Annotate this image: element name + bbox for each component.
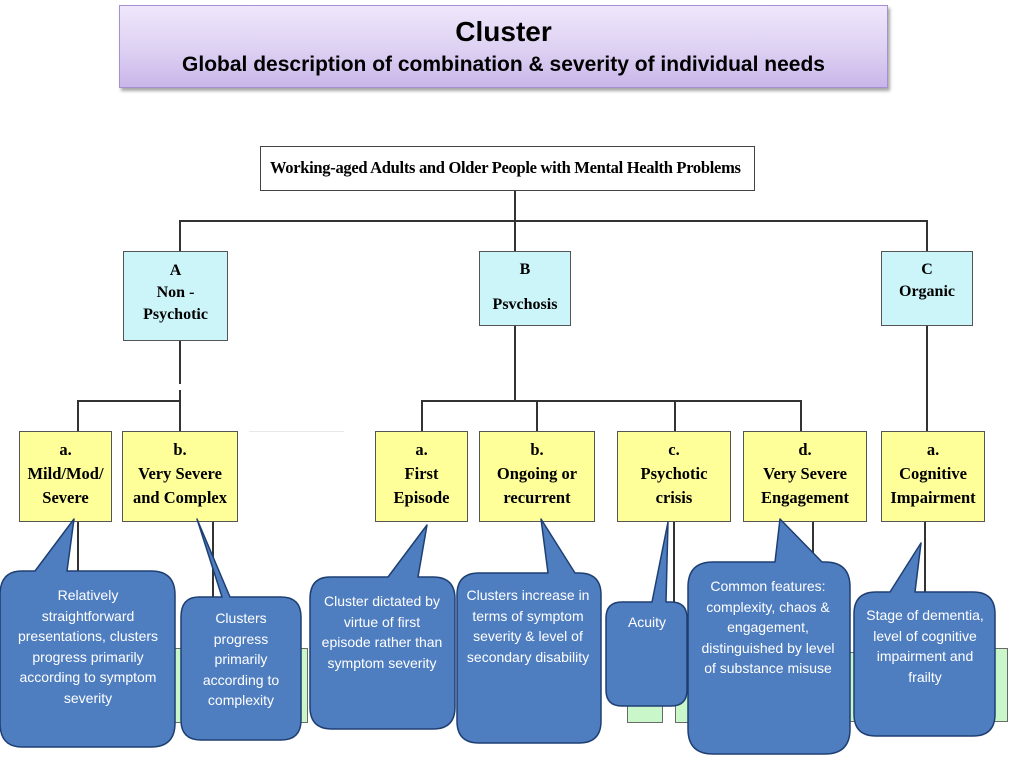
- category-c-letter: C: [921, 261, 933, 278]
- category-a-line2: Psychotic: [143, 306, 208, 323]
- category-b-line1: Psvchosis: [492, 296, 558, 313]
- subcategory-line2: Episode: [393, 488, 450, 507]
- connector-to-bc: [674, 400, 676, 432]
- subcategory-line1: Psychotic: [640, 464, 708, 483]
- subcategory-very-severe-complex: b. Very Severe and Complex: [122, 431, 238, 522]
- category-a-node: A Non - Psychotic: [123, 251, 228, 341]
- subcategory-very-severe-engagement: d. Very Severe Engagement: [743, 431, 867, 522]
- subcategory-line1: First: [404, 464, 439, 483]
- connector-root-down: [514, 191, 516, 222]
- page-subtitle: Global description of combination & seve…: [182, 53, 825, 76]
- subcategory-ongoing-recurrent: b. Ongoing or recurrent: [479, 431, 595, 522]
- subcategory-letter: a.: [926, 440, 940, 459]
- connector-to-ba: [421, 400, 423, 432]
- subcategory-letter: c.: [668, 440, 680, 459]
- connector-b-bar: [421, 400, 802, 402]
- root-node: Working-aged Adults and Older People wit…: [260, 146, 755, 191]
- subcategory-first-episode: a. First Episode: [375, 431, 468, 522]
- connector-top-bar: [179, 220, 928, 222]
- subcategory-letter: b.: [530, 440, 544, 459]
- connector-a-bar: [77, 400, 181, 402]
- connector-to-bb: [536, 400, 538, 432]
- subcategory-line1: Mild/Mod/: [27, 464, 104, 483]
- subcategory-line1: Ongoing or: [496, 464, 578, 483]
- connector-to-bd: [800, 400, 802, 432]
- subcategory-letter: a.: [415, 440, 428, 459]
- connector-to-a: [179, 220, 181, 251]
- callout-first-episode: Cluster dictated by virtue of first epis…: [321, 593, 443, 671]
- connector-below-bc: [673, 522, 675, 652]
- connector-below-bd: [812, 522, 814, 562]
- subcategory-line1: Very Severe: [138, 464, 222, 483]
- title-banner: Cluster Global description of combinatio…: [119, 5, 888, 88]
- connector-below-ca: [924, 522, 926, 602]
- connector-b-down: [514, 326, 516, 402]
- callout-psychotic-crisis: Acuity: [627, 614, 667, 630]
- subcategory-cognitive-impairment: a. Cognitive Impairment: [881, 431, 985, 522]
- category-c-line1: Organic: [899, 283, 955, 300]
- subcategory-letter: d.: [798, 440, 812, 459]
- callout-shape: [853, 542, 996, 737]
- connector-below-aa: [77, 522, 79, 572]
- subcategory-line2: Severe: [42, 488, 89, 507]
- category-a-line1: Non -: [156, 284, 195, 301]
- callout-shape: [180, 518, 302, 741]
- callout-cognitive-impairment: Stage of dementia, level of cognitive im…: [866, 607, 984, 685]
- callout-shape: [605, 521, 688, 707]
- connector-c-down: [926, 326, 928, 432]
- subcategory-psychotic-crisis: c. Psychotic crisis: [617, 431, 731, 522]
- subcategory-line2: Impairment: [890, 488, 976, 507]
- callout-shape: [687, 518, 851, 755]
- category-b-letter: B: [519, 261, 531, 278]
- callout-very-severe-engagement: Common features: complexity, chaos & eng…: [701, 578, 835, 676]
- subcategory-letter: a.: [59, 440, 72, 459]
- connector-to-ab: [179, 400, 181, 432]
- subcategory-letter: b.: [173, 440, 187, 459]
- connector-to-c: [926, 220, 928, 251]
- subcategory-line2: crisis: [655, 488, 693, 507]
- callout-ongoing-recurrent: Clusters increase in terms of symptom se…: [466, 587, 590, 665]
- connector-to-b: [514, 220, 516, 251]
- category-c-node: C Organic: [881, 251, 973, 326]
- category-b-node: B Psvchosis: [479, 251, 571, 326]
- subcategory-line2: recurrent: [503, 488, 571, 507]
- page-title: Cluster: [455, 16, 552, 47]
- subcategory-mild-mod-severe: a. Mild/Mod/ Severe: [19, 431, 112, 522]
- connector-to-aa: [77, 400, 79, 432]
- subcategory-line1: Very Severe: [763, 464, 847, 483]
- subcategory-line1: Cognitive: [899, 464, 967, 483]
- callout-very-severe-complex: Clusters progress primarily according to…: [202, 610, 280, 708]
- connector-a-down-2: [179, 390, 181, 402]
- root-node-label: Working-aged Adults and Older People wit…: [270, 158, 741, 177]
- callout-mild-mod-severe: Relatively straightforward presentations…: [17, 587, 159, 706]
- divider-strip: [249, 431, 344, 432]
- connector-a-down: [179, 341, 181, 384]
- callout-shape: [0, 518, 176, 748]
- subcategory-line2: and Complex: [133, 488, 227, 507]
- subcategory-line2: Engagement: [761, 488, 849, 507]
- category-a-letter: A: [169, 262, 182, 279]
- callout-shape: [456, 518, 602, 744]
- callout-shape: [309, 524, 456, 730]
